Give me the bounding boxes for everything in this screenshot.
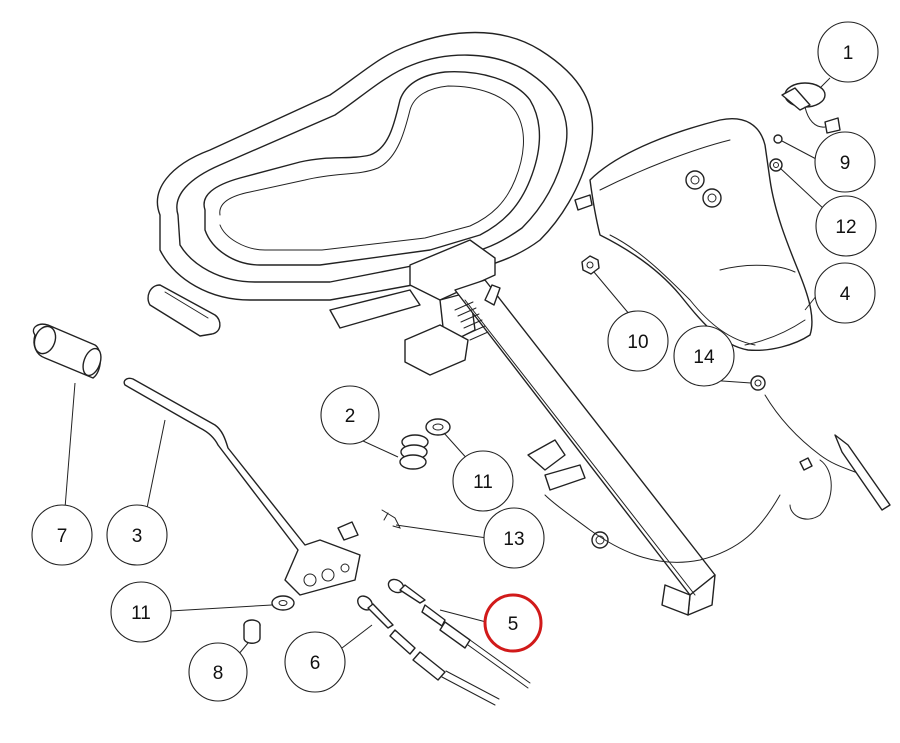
callout-12: 12 bbox=[815, 195, 877, 257]
svg-text:8: 8 bbox=[213, 663, 224, 684]
shift-lever bbox=[123, 377, 361, 596]
svg-text:7: 7 bbox=[57, 526, 68, 547]
leader-lines bbox=[64, 77, 831, 656]
svg-text:9: 9 bbox=[840, 153, 851, 174]
callout-1: 1 bbox=[817, 21, 879, 83]
svg-text:6: 6 bbox=[310, 653, 321, 674]
grip-sleeve bbox=[32, 323, 102, 379]
screw-9 bbox=[773, 134, 783, 144]
callout-14: 14 bbox=[673, 325, 735, 387]
svg-text:11: 11 bbox=[473, 472, 493, 493]
nut-10 bbox=[581, 255, 600, 275]
tube-latch bbox=[527, 439, 609, 549]
callout-13: 13 bbox=[483, 507, 545, 569]
svg-text:2: 2 bbox=[345, 406, 356, 427]
callout-11-upper: 11 bbox=[452, 450, 514, 512]
svg-text:4: 4 bbox=[840, 284, 851, 305]
callout-4: 4 bbox=[814, 262, 876, 324]
callout-7: 7 bbox=[31, 504, 93, 566]
callout-9: 9 bbox=[814, 131, 876, 193]
callout-2: 2 bbox=[320, 385, 380, 445]
svg-text:10: 10 bbox=[627, 332, 648, 353]
callout-10: 10 bbox=[607, 310, 669, 372]
callout-3: 3 bbox=[106, 504, 168, 566]
cable-5 bbox=[387, 578, 531, 689]
handle-grip bbox=[147, 284, 221, 337]
main-tube bbox=[454, 279, 716, 616]
washer-11-lower bbox=[271, 595, 295, 611]
svg-text:13: 13 bbox=[503, 529, 524, 550]
callout-8: 8 bbox=[188, 642, 248, 702]
clip-pin-13 bbox=[381, 509, 401, 529]
handlebar-frame bbox=[156, 31, 594, 301]
svg-text:11: 11 bbox=[131, 603, 151, 624]
svg-text:1: 1 bbox=[843, 43, 854, 64]
svg-text:14: 14 bbox=[693, 347, 715, 368]
washer-11-upper bbox=[425, 418, 451, 436]
svg-text:5: 5 bbox=[508, 614, 519, 635]
svg-text:3: 3 bbox=[132, 526, 143, 547]
mounting-bracket bbox=[329, 239, 496, 376]
callout-6: 6 bbox=[284, 631, 346, 693]
spring-2 bbox=[399, 434, 429, 470]
svg-text:12: 12 bbox=[835, 217, 856, 238]
throttle-cable bbox=[544, 375, 891, 563]
key-switch bbox=[781, 82, 841, 134]
bushing-8 bbox=[243, 619, 261, 644]
console-cover bbox=[574, 118, 813, 352]
washer-12 bbox=[769, 158, 783, 172]
cable-6 bbox=[357, 595, 500, 706]
callout-5: 5 bbox=[483, 593, 543, 653]
callout-11-lower: 11 bbox=[110, 581, 172, 643]
